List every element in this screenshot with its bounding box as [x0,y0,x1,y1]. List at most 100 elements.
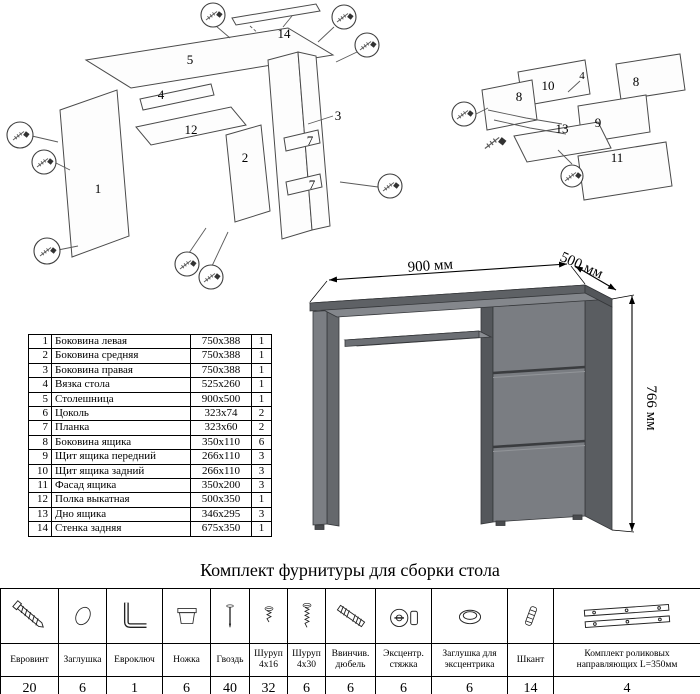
table-row: 2 Боковина средняя 750x388 1 [28,348,272,364]
table-row: 5 Столешница 900x500 1 [28,391,272,408]
part-qty: 1 [251,362,272,379]
part-qty: 3 [251,449,272,465]
drawer-side-shape [615,53,686,101]
part-size: 323x74 [190,406,252,422]
part-size: 750x388 [190,362,252,379]
table-row: 13 Дно ящика 346x295 3 [28,506,272,523]
hardware-name: Ввинчив. дюбель [325,643,376,677]
hardware-name: Шуруп 4х30 [287,643,326,677]
back-panel-shape [231,3,321,26]
part-qty: 1 [251,348,272,364]
part-name: Планка [51,420,191,436]
table-row: 4 Вязка стола 525x260 1 [28,377,272,393]
fastener-callout-icon [200,2,226,28]
hardware-name: Заглушка [58,643,107,677]
desk-3d-render: 900 мм 500 мм 766 мм [308,249,659,533]
fastener-callout-icon [451,101,477,127]
roller-guides-icon [583,603,671,629]
desk-foot [314,524,325,530]
hardware-name: Евроключ [106,643,163,677]
desktop-right-edge [584,284,613,308]
part-name: Щит ящика передний [51,449,191,465]
fastener-callout-icon [33,237,61,265]
part-name: Боковина левая [51,333,191,350]
part-label-9: 9 [595,115,602,130]
cap-icon [74,606,91,626]
part-qty: 1 [251,333,272,350]
part-size: 750x388 [190,348,252,364]
hardware-name: Евровинт [0,643,59,677]
foot-icon [176,608,197,624]
part-name: Столешница [51,391,191,408]
depth-dimension-line [574,265,617,291]
fastener-callout-icon [331,4,357,30]
hardware-qty: 40 [210,676,250,694]
part-label-10: 10 [542,78,555,93]
desktop-shape [84,27,335,89]
hardware-names-row: Евровинт Заглушка Евроключ Ножка Гвоздь … [0,643,700,677]
part-qty: 1 [251,391,272,408]
part-qty: 2 [251,406,272,422]
part-label-7: 7 [309,177,316,192]
hardware-name: Шуруп 4х16 [249,643,288,677]
part-size: 350x110 [190,434,252,451]
part-label-2: 2 [242,150,249,165]
hardware-name: Ножка [162,643,211,677]
hardware-qty: 6 [375,676,432,694]
cam-lock-icon [389,608,418,628]
euroscrew-icon [11,600,44,628]
hardware-icons-row [0,588,700,644]
part-name: Дно ящика [51,506,191,523]
part-label-8: 8 [516,89,523,104]
part-label-3: 3 [335,108,342,123]
hardware-qty: 1 [106,676,163,694]
part-label-11: 11 [611,150,624,165]
hardware-qty: 6 [325,676,376,694]
desk-exploded-diagram: 14 5 4 12 2 3 1 7 7 [6,2,403,290]
hardware-qty: 6 [162,676,211,694]
cam-cap-icon [458,609,481,625]
nail-icon [226,604,234,628]
depth-dimension-label: 500 мм [557,249,605,282]
part-number: 1 [28,333,52,350]
hardware-name: Шкант [507,643,554,677]
part-qty: 2 [251,420,272,436]
part-label-1: 1 [95,181,102,196]
desk-side-face [584,292,613,531]
drawer-cabinet-front [492,292,586,523]
height-dimension-label: 766 мм [643,385,659,431]
part-size: 500x350 [190,492,252,508]
hardware-qty: 6 [287,676,326,694]
width-dimension-label: 900 мм [407,257,454,276]
part-size: 323x60 [190,420,252,436]
hardware-qty: 14 [507,676,554,694]
drawer-facade-shape [577,141,673,201]
table-row: 12 Полка выкатная 500x350 1 [28,492,272,508]
part-number: 6 [28,406,52,422]
screw-icon [484,136,507,150]
part-label-7: 7 [307,133,314,148]
part-qty: 3 [251,506,272,523]
table-row: 9 Щит ящика передний 266x110 3 [28,449,272,465]
roller-guide-line [487,109,563,125]
fastener-callout-icon [354,32,380,58]
part-size: 350x200 [190,478,252,494]
part-number: 3 [28,362,52,379]
fastener-callout-icon [377,173,403,199]
part-qty: 1 [251,521,272,537]
part-label-14: 14 [278,26,292,41]
hardware-table: Евровинт Заглушка Евроключ Ножка Гвоздь … [0,588,700,694]
fastener-callout-icon [198,264,224,290]
table-row: 10 Щит ящика задний 266x110 3 [28,463,272,480]
part-name: Стенка задняя [51,521,191,537]
table-row: 6 Цоколь 323x74 2 [28,406,272,422]
hardware-name: Эксцентр. стяжка [375,643,432,677]
hardware-name: Заглушка для эксцентрика [431,643,508,677]
plank-shape [283,129,321,152]
shelf-shape [135,106,247,146]
hardware-qty: 32 [249,676,288,694]
threaded-dowel-icon [336,604,365,628]
part-number: 12 [28,492,52,508]
hardware-section-title: Комплект фурнитуры для сборки стола [200,560,500,580]
part-name: Фасад ящика [51,478,191,494]
